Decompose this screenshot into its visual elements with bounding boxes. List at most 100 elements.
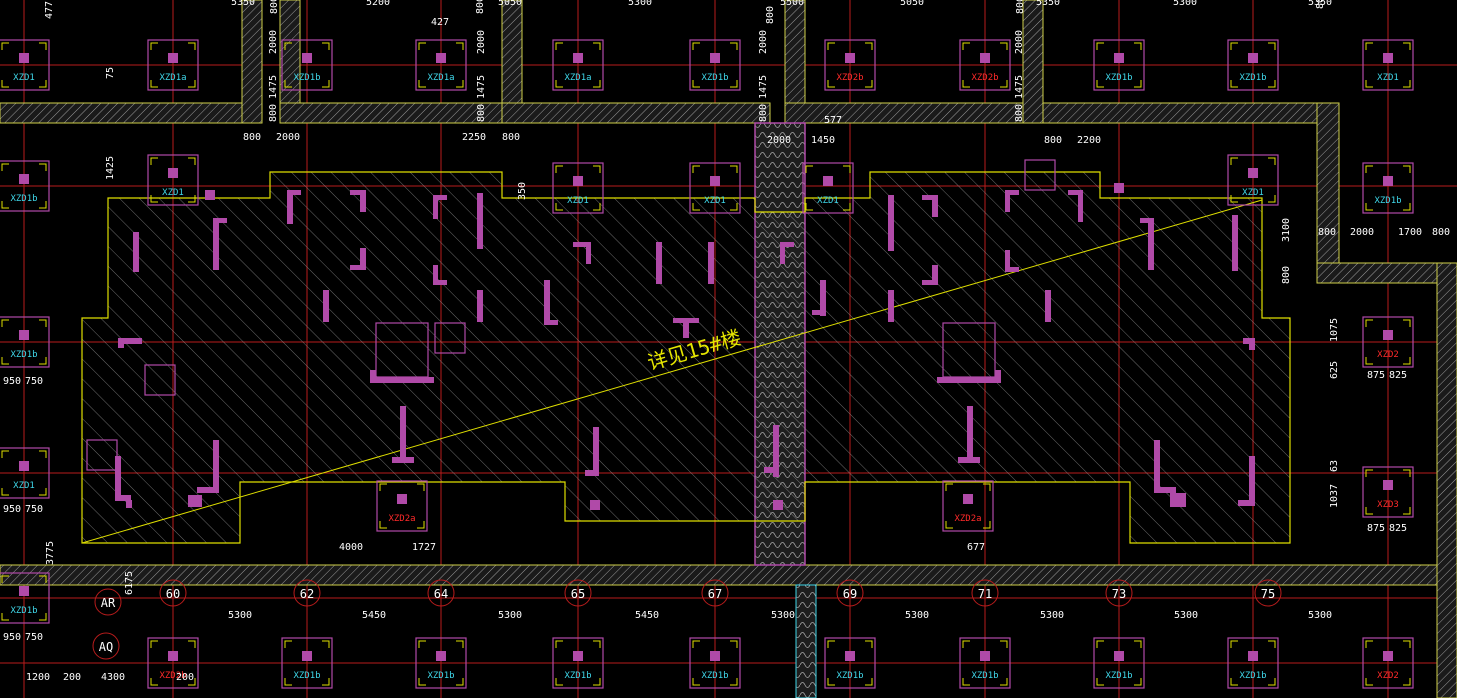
axis-bubble-73[interactable]: 73: [1105, 579, 1133, 607]
pile-cap[interactable]: XZD1b: [415, 637, 467, 689]
pile-cap[interactable]: XZD1: [802, 162, 854, 214]
vert-dim: 3775: [45, 541, 56, 565]
pile-cap[interactable]: XZD1: [0, 447, 50, 499]
pile-cap[interactable]: XZD2a: [942, 480, 994, 532]
axis-bubble-62[interactable]: 62: [293, 579, 321, 607]
pile-marker: [436, 53, 446, 63]
pile-cap[interactable]: XZD1: [1227, 154, 1279, 206]
axis-bubble-AQ[interactable]: AQ: [92, 632, 120, 660]
pile-label: XZD2b: [836, 73, 863, 83]
vert-dim: 1475: [268, 75, 279, 99]
pile-cap[interactable]: XZD1b: [959, 637, 1011, 689]
pile-label: XZD1a: [427, 73, 454, 83]
vert-dim: 63: [1329, 460, 1340, 472]
pile-cap[interactable]: XZD2a: [376, 480, 428, 532]
pile-cap-corners: [150, 42, 196, 88]
vert-dim: 1425: [105, 156, 116, 180]
axis-bubble-75[interactable]: 75: [1254, 579, 1282, 607]
pile-cap-corners: [555, 165, 601, 211]
pile-marker: [710, 53, 720, 63]
pile-cap[interactable]: XZD1b: [1093, 39, 1145, 91]
pile-cap[interactable]: XZD2b: [147, 637, 199, 689]
pile-cap[interactable]: XZD1: [147, 154, 199, 206]
pile-cap[interactable]: XZD1b: [281, 637, 333, 689]
axis-label-75: 75: [1261, 587, 1275, 601]
pile-cap[interactable]: XZD3: [1362, 466, 1414, 518]
pile-cap[interactable]: XZD1b: [0, 316, 50, 368]
pile-cap[interactable]: XZD1: [1362, 39, 1414, 91]
top-dim: 5050: [900, 0, 924, 8]
pile-cap[interactable]: XZD1: [0, 39, 50, 91]
top-dim: 800: [1015, 0, 1026, 14]
axis-bubble-AR[interactable]: AR: [94, 588, 122, 616]
pile-cap[interactable]: XZD1b: [1227, 39, 1279, 91]
pile-cap[interactable]: XZD1b: [0, 160, 50, 212]
top-dim: 5300: [1173, 0, 1197, 8]
pile-cap[interactable]: XZD1: [689, 162, 741, 214]
horiz-dim: 800: [243, 132, 261, 143]
pile-cap-outline: [824, 39, 876, 91]
pile-marker: [168, 168, 178, 178]
pile-cap[interactable]: XZD1b: [1093, 637, 1145, 689]
span-dim: 5300: [498, 610, 522, 621]
axis-bubble-67[interactable]: 67: [701, 579, 729, 607]
pile-cap-outline: [942, 480, 994, 532]
pile-cap-outline: [802, 162, 854, 214]
top-dim: 5350: [231, 0, 255, 8]
pile-marker: [710, 176, 720, 186]
pile-cap[interactable]: XZD2: [1362, 637, 1414, 689]
pile-cap-corners: [827, 640, 873, 686]
pile-label: XZD1b: [10, 350, 37, 360]
pile-cap[interactable]: XZD1b: [552, 637, 604, 689]
pile-cap-outline: [415, 637, 467, 689]
pile-cap[interactable]: XZD1b: [281, 39, 333, 91]
horiz-dim: 1700: [1398, 227, 1422, 238]
top-dim: 577: [824, 115, 842, 126]
pile-marker: [1114, 53, 1124, 63]
axis-label-73: 73: [1112, 587, 1126, 601]
horiz-dim: 677: [967, 542, 985, 553]
pile-marker: [573, 176, 583, 186]
pile-label: XZD1b: [293, 671, 320, 681]
pile-cap[interactable]: XZD1a: [147, 39, 199, 91]
pile-cap-outline: [376, 480, 428, 532]
span-dim: 5300: [1174, 610, 1198, 621]
pile-cap[interactable]: XZD1b: [1362, 162, 1414, 214]
pile-label: XZD1b: [564, 671, 591, 681]
axis-label-65: 65: [571, 587, 585, 601]
pile-cap-corners: [1365, 42, 1411, 88]
axis-bubble-69[interactable]: 69: [836, 579, 864, 607]
pile-cap-corners: [284, 42, 330, 88]
pile-cap[interactable]: XZD1a: [552, 39, 604, 91]
pile-cap[interactable]: XZD1a: [415, 39, 467, 91]
pile-cap-corners: [1, 575, 47, 621]
horiz-dim: 2000: [767, 135, 791, 146]
pile-cap-corners: [962, 640, 1008, 686]
vert-dim: 800: [1014, 104, 1025, 122]
axis-bubble-64[interactable]: 64: [427, 579, 455, 607]
pile-cap[interactable]: XZD1b: [689, 39, 741, 91]
pile-cap[interactable]: XZD1b: [689, 637, 741, 689]
axis-bubble-65[interactable]: 65: [564, 579, 592, 607]
pile-cap-outline: [1362, 39, 1414, 91]
vert-dim: 2000: [1014, 30, 1025, 54]
pile-cap-corners: [418, 640, 464, 686]
axis-label-62: 62: [300, 587, 314, 601]
pile-cap[interactable]: XZD1b: [1227, 637, 1279, 689]
pile-cap-corners: [418, 42, 464, 88]
right-dim: 875: [1367, 523, 1385, 534]
right-dim: 875: [1367, 370, 1385, 381]
pile-cap[interactable]: XZD2b: [959, 39, 1011, 91]
top-dim: 800: [269, 0, 280, 14]
pile-cap[interactable]: XZD2b: [824, 39, 876, 91]
pile-cap[interactable]: XZD1b: [0, 572, 50, 624]
axis-bubble-60[interactable]: 60: [159, 579, 187, 607]
pile-cap[interactable]: XZD1: [552, 162, 604, 214]
axis-bubble-71[interactable]: 71: [971, 579, 999, 607]
pile-cap-corners: [1230, 157, 1276, 203]
left-dim: 950: [3, 504, 21, 515]
pile-cap[interactable]: XZD2: [1362, 316, 1414, 368]
pile-cap[interactable]: XZD1b: [824, 637, 876, 689]
axis-label-60: 60: [166, 587, 180, 601]
